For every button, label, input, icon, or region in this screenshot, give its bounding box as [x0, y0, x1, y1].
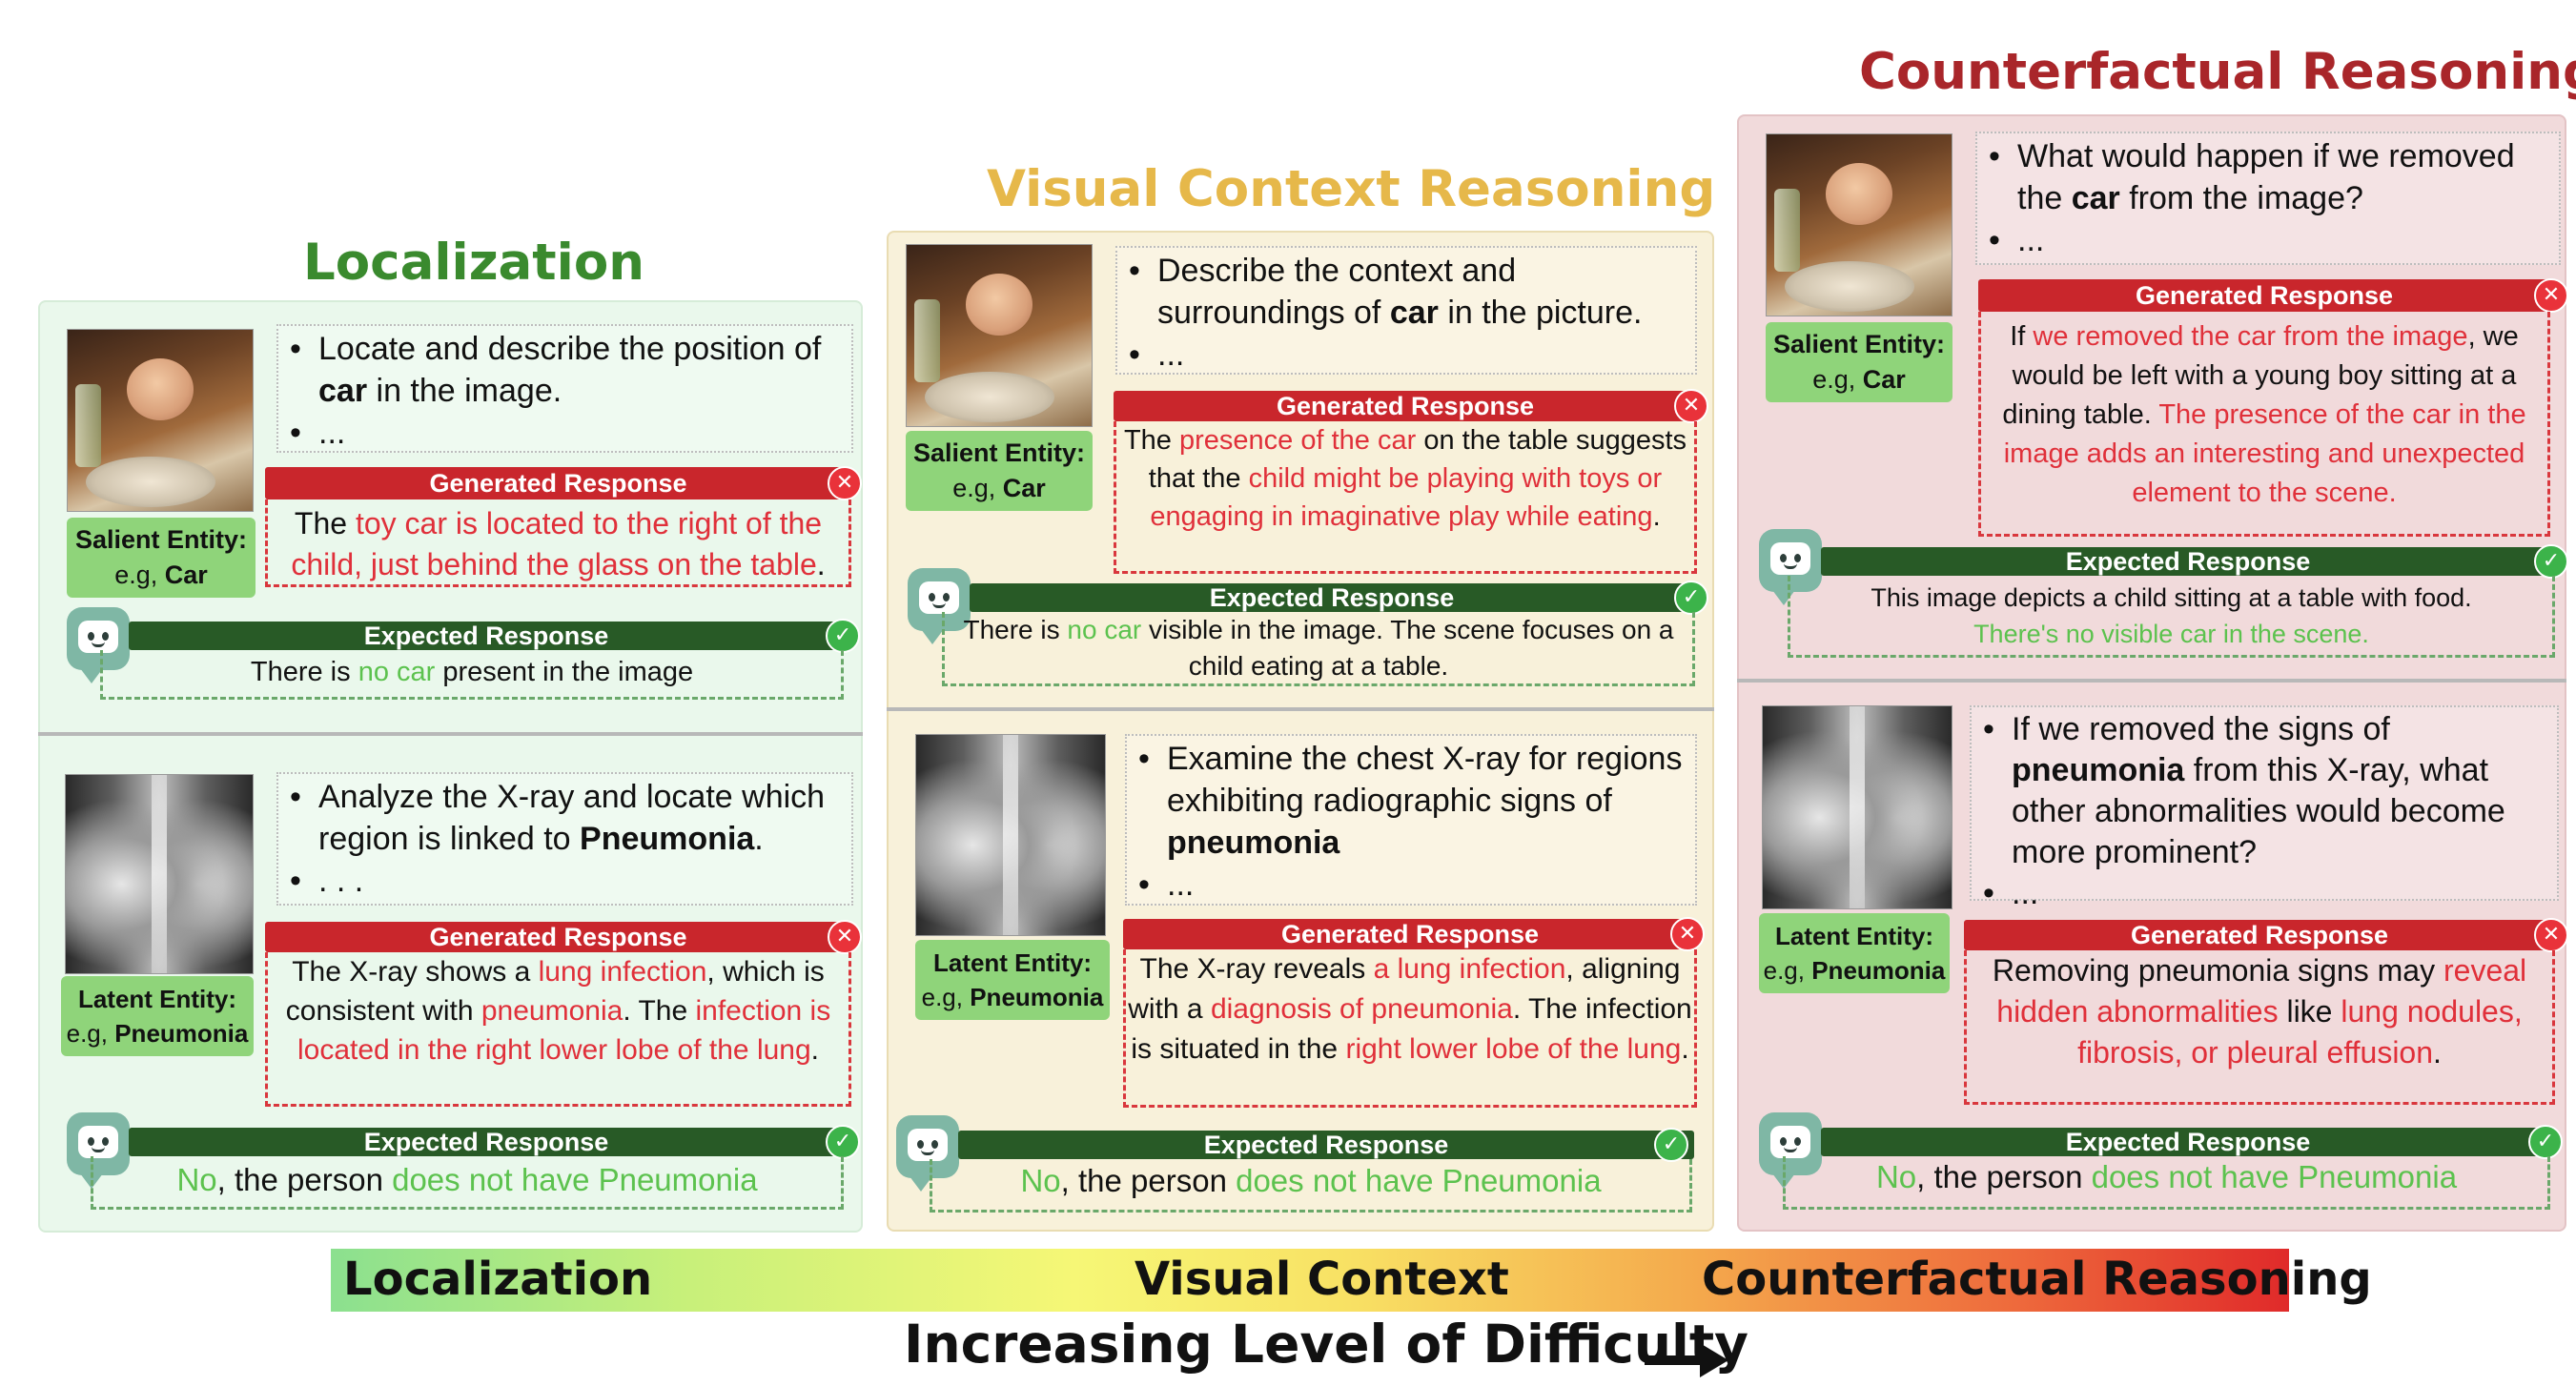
question-ellipsis: . . .	[278, 860, 851, 902]
generated-response-body: The toy car is located to the right of t…	[265, 499, 851, 587]
right-arrow-icon	[1645, 1343, 1728, 1377]
expected-response-header: Expected Response	[1821, 1128, 2555, 1156]
generated-response-body: The X-ray shows a lung infection, which …	[265, 952, 851, 1107]
question-bullet: Analyze the X-ray and locate which regio…	[278, 776, 851, 860]
visual-xray-question: Examine the chest X-ray for regions exhi…	[1125, 734, 1697, 906]
child-eating-photo	[67, 329, 254, 512]
question-bullet: Describe the context and surroundings of…	[1117, 250, 1695, 334]
question-ellipsis: ...	[1127, 864, 1695, 906]
counterfactual-xray-question: If we removed the signs of pneumonia fro…	[1970, 705, 2559, 914]
visual-context-divider	[887, 707, 1714, 711]
generated-response-body: Removing pneumonia signs may reveal hidd…	[1964, 950, 2555, 1105]
visual-car-question: Describe the context and surroundings of…	[1115, 246, 1697, 376]
x-mark-icon: ✕	[828, 920, 862, 954]
generated-response-header: Generated Response	[265, 922, 851, 952]
expected-response-header: Expected Response	[129, 1128, 844, 1156]
expected-response-header: Expected Response	[129, 622, 844, 650]
x-mark-icon: ✕	[828, 466, 862, 500]
robot-assistant-icon	[1759, 1112, 1822, 1189]
localization-divider	[38, 732, 863, 736]
expected-response-body: No, the person does not have Pneumonia	[91, 1156, 844, 1210]
x-mark-icon: ✕	[1674, 389, 1708, 423]
check-mark-icon: ✓	[1674, 581, 1708, 615]
check-mark-icon: ✓	[2534, 544, 2568, 579]
x-mark-icon: ✕	[2534, 278, 2568, 313]
localization-xray-question: Analyze the X-ray and locate which regio…	[276, 772, 853, 906]
check-mark-icon: ✓	[826, 1125, 860, 1159]
generated-response-header: Generated Response	[1123, 919, 1697, 949]
robot-assistant-icon	[67, 607, 130, 683]
latent-entity-badge: Latent Entity: e.g, Pneumonia	[915, 940, 1110, 1020]
localization-title: Localization	[303, 234, 644, 292]
expected-response-body: There is no car present in the image	[100, 650, 844, 700]
difficulty-label-counterfactual: Counterfactual Reasoning	[1702, 1253, 2372, 1306]
robot-assistant-icon	[896, 1115, 959, 1192]
child-eating-photo	[906, 244, 1093, 427]
x-mark-icon: ✕	[1670, 917, 1705, 951]
counterfactual-car-question: What would happen if we removed the car …	[1975, 132, 2561, 265]
question-bullet: Locate and describe the position of car …	[278, 328, 851, 412]
robot-assistant-icon	[1759, 529, 1822, 605]
check-mark-icon: ✓	[1654, 1128, 1688, 1162]
visual-context-title: Visual Context Reasoning	[987, 160, 1716, 218]
check-mark-icon: ✓	[826, 619, 860, 653]
chest-xray-image	[915, 734, 1106, 936]
robot-assistant-icon	[908, 568, 971, 644]
expected-response-body: This image depicts a child sitting at a …	[1788, 576, 2555, 658]
expected-response-header: Expected Response	[1821, 547, 2555, 576]
salient-entity-badge: Salient Entity: e.g, Car	[67, 518, 256, 598]
expected-response-body: There is no car visible in the image. Th…	[942, 612, 1695, 686]
latent-entity-badge: Latent Entity: e.g, Pneumonia	[1759, 913, 1950, 993]
question-bullet: If we removed the signs of pneumonia fro…	[1972, 709, 2557, 873]
question-ellipsis: ...	[1977, 219, 2559, 261]
latent-entity-badge: Latent Entity: e.g, Pneumonia	[61, 976, 254, 1056]
child-eating-photo	[1766, 133, 1952, 316]
difficulty-label-visual-context: Visual Context	[1135, 1253, 1509, 1306]
generated-response-header: Generated Response	[265, 467, 851, 499]
localization-car-question: Locate and describe the position of car …	[276, 324, 853, 454]
salient-entity-badge: Salient Entity: e.g, Car	[1766, 322, 1952, 402]
question-ellipsis: ...	[278, 412, 851, 454]
expected-response-body: No, the person does not have Pneumonia	[930, 1159, 1692, 1213]
question-bullet: What would happen if we removed the car …	[1977, 135, 2559, 219]
robot-assistant-icon	[67, 1112, 130, 1189]
question-ellipsis: ...	[1972, 873, 2557, 914]
difficulty-gradient-bar	[331, 1249, 2289, 1312]
difficulty-label-localization: Localization	[343, 1253, 653, 1306]
expected-response-header: Expected Response	[970, 583, 1694, 612]
generated-response-body: The X-ray reveals a lung infection, alig…	[1123, 949, 1697, 1108]
counterfactual-divider	[1737, 679, 2566, 683]
difficulty-caption: Increasing Level of Difficulty	[904, 1314, 1748, 1375]
check-mark-icon: ✓	[2528, 1125, 2563, 1159]
generated-response-header: Generated Response	[1964, 920, 2555, 950]
question-ellipsis: ...	[1117, 334, 1695, 376]
chest-xray-image	[1762, 705, 1952, 909]
expected-response-header: Expected Response	[958, 1131, 1694, 1159]
counterfactual-title: Counterfactual Reasoning	[1859, 43, 2576, 101]
question-bullet: Examine the chest X-ray for regions exhi…	[1127, 738, 1695, 864]
expected-response-body: No, the person does not have Pneumonia	[1783, 1156, 2550, 1210]
salient-entity-badge: Salient Entity: e.g, Car	[906, 431, 1093, 511]
generated-response-header: Generated Response	[1978, 279, 2550, 312]
generated-response-header: Generated Response	[1114, 391, 1697, 421]
generated-response-body: If we removed the car from the image, we…	[1978, 312, 2550, 537]
generated-response-body: The presence of the car on the table sug…	[1114, 421, 1697, 574]
chest-xray-image	[65, 774, 254, 974]
x-mark-icon: ✕	[2534, 918, 2568, 952]
